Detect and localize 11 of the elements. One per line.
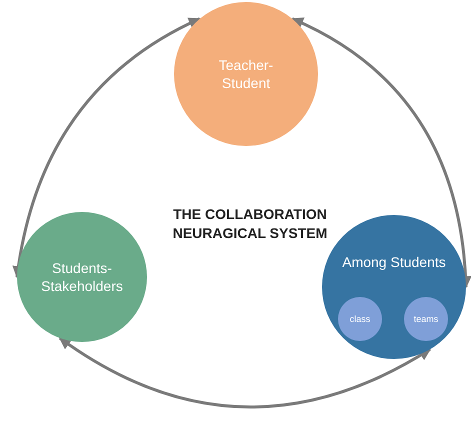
circle-node — [404, 297, 448, 341]
node-label: Among Students — [342, 253, 446, 271]
arrow — [12, 17, 201, 278]
node-label: Teacher-Student — [218, 56, 274, 92]
diagram-title: THE COLLABORATION NEURAGICAL SYSTEM — [172, 205, 328, 243]
node-label: class — [350, 313, 370, 326]
node-label: teams — [414, 313, 438, 326]
arrow — [58, 336, 432, 408]
node-label: Students-Stakeholders — [40, 259, 124, 295]
circle-node — [338, 297, 382, 341]
arrow — [291, 17, 471, 288]
